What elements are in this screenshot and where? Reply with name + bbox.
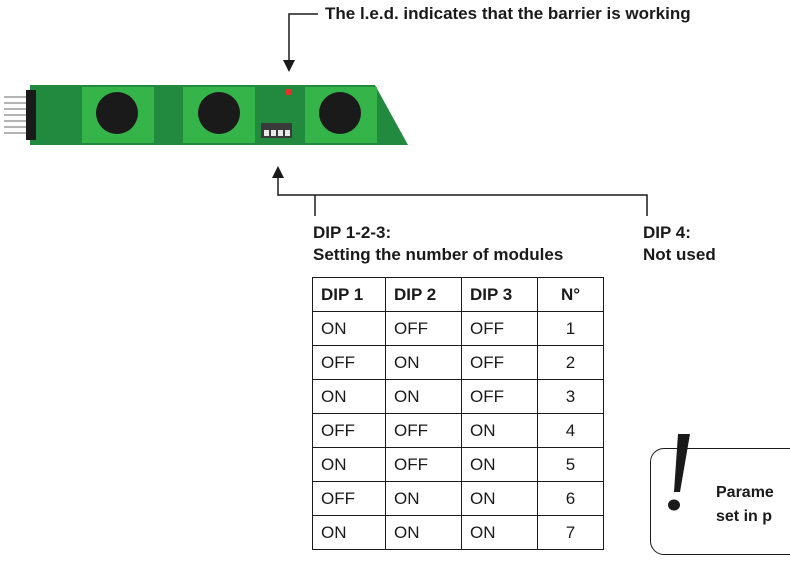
connector-pins	[4, 96, 28, 134]
table-cell: 3	[537, 379, 604, 414]
table-cell: OFF	[385, 447, 462, 482]
dip123-title: DIP 1-2-3:	[313, 223, 392, 242]
note-text: Parame set in p	[716, 481, 774, 529]
led-arrowhead	[283, 60, 295, 72]
dip-arrowhead	[272, 166, 284, 178]
table-cell: 1	[537, 311, 604, 346]
table-cell: OFF	[385, 311, 462, 346]
table-cell: 5	[537, 447, 604, 482]
note-line-1: Parame	[716, 484, 774, 501]
table-header-cell: DIP 1	[312, 277, 386, 312]
table-cell: OFF	[312, 413, 386, 448]
led-leader-line	[288, 13, 318, 62]
sensor-2	[198, 92, 240, 134]
led-callout: The l.e.d. indicates that the barrier is…	[325, 4, 691, 23]
table-cell: ON	[385, 379, 462, 414]
table-cell: ON	[461, 447, 538, 482]
table-header-cell: N°	[537, 277, 604, 312]
status-led	[286, 89, 291, 95]
table-cell: ON	[385, 515, 462, 550]
table-cell: 7	[537, 515, 604, 550]
note-line-2: set in p	[716, 508, 773, 525]
table-cell: OFF	[461, 311, 538, 346]
dip-leader-line	[277, 178, 648, 216]
table-cell: ON	[461, 481, 538, 516]
table-cell: OFF	[385, 413, 462, 448]
table-cell: OFF	[461, 345, 538, 380]
table-cell: ON	[312, 379, 386, 414]
table-header-row: DIP 1 DIP 2 DIP 3 N°	[312, 277, 604, 312]
table-cell: ON	[461, 515, 538, 550]
table-cell: OFF	[461, 379, 538, 414]
table-cell: ON	[385, 345, 462, 380]
dip4-title: DIP 4:	[643, 223, 691, 242]
table-cell: ON	[312, 515, 386, 550]
dip123-subtitle: Setting the number of modules	[313, 245, 564, 264]
connector-block	[26, 90, 36, 140]
exclamation-icon	[668, 434, 690, 511]
table-header-cell: DIP 3	[461, 277, 538, 312]
table-cell: ON	[461, 413, 538, 448]
table-cell: OFF	[312, 481, 386, 516]
dip4-subtitle: Not used	[643, 245, 716, 264]
table-cell: OFF	[312, 345, 386, 380]
table-cell: 2	[537, 345, 604, 380]
dip-switch	[261, 123, 292, 138]
table-cell: 4	[537, 413, 604, 448]
sensor-3	[319, 92, 361, 134]
table-cell: ON	[312, 311, 386, 346]
table-cell: 6	[537, 481, 604, 516]
table-header-cell: DIP 2	[385, 277, 462, 312]
table-cell: ON	[312, 447, 386, 482]
sensor-1	[96, 92, 138, 134]
table-cell: ON	[385, 481, 462, 516]
